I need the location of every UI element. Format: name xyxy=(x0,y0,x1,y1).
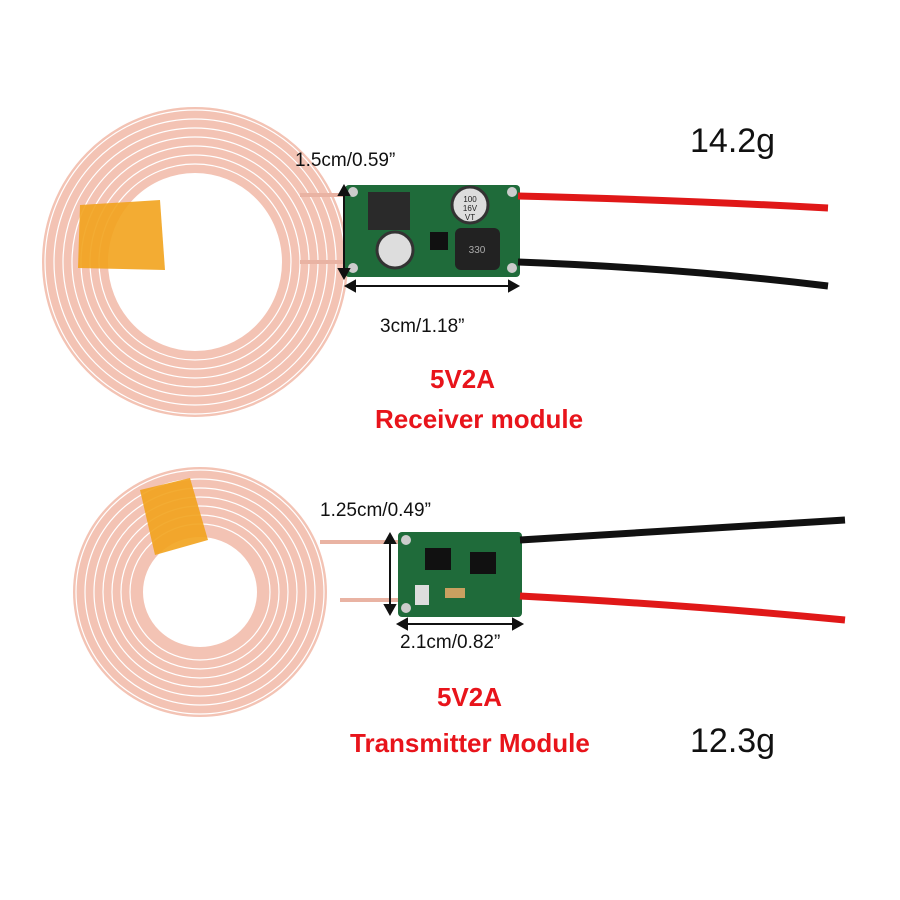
inductor-marking: 330 xyxy=(469,245,486,256)
kapton-tape xyxy=(78,200,165,270)
kapton-tape xyxy=(140,478,208,555)
transmitter-weight: 12.3g xyxy=(690,722,776,760)
receiver-rating: 5V2A xyxy=(430,364,496,394)
capacitor-marking: 16V xyxy=(463,204,478,213)
receiver-height-label: 1.5cm/0.59” xyxy=(295,150,396,171)
red-wire xyxy=(517,192,829,212)
capacitor-marking: 100 xyxy=(463,195,477,204)
red-wire xyxy=(519,592,846,624)
receiver-coil xyxy=(42,107,350,417)
black-wire xyxy=(519,516,846,544)
transmitter-dimension-arrows xyxy=(383,531,525,631)
transmitter-height-label: 1.25cm/0.49” xyxy=(320,500,431,521)
capacitor-marking: VT xyxy=(465,213,475,222)
black-wire xyxy=(517,258,829,290)
transmitter-width-label: 2.1cm/0.82” xyxy=(400,632,501,653)
transmitter-coil xyxy=(73,467,400,717)
receiver-title: Receiver module xyxy=(375,404,584,434)
transmitter-pcb xyxy=(398,532,522,617)
receiver-pcb: 100 16V VT 330 xyxy=(345,185,520,277)
transmitter-title: Transmitter Module xyxy=(350,728,590,758)
transmitter-rating: 5V2A xyxy=(437,682,503,712)
receiver-weight: 14.2g xyxy=(690,122,776,160)
receiver-dimension-arrows xyxy=(337,183,521,293)
receiver-width-label: 3cm/1.18” xyxy=(380,316,465,337)
